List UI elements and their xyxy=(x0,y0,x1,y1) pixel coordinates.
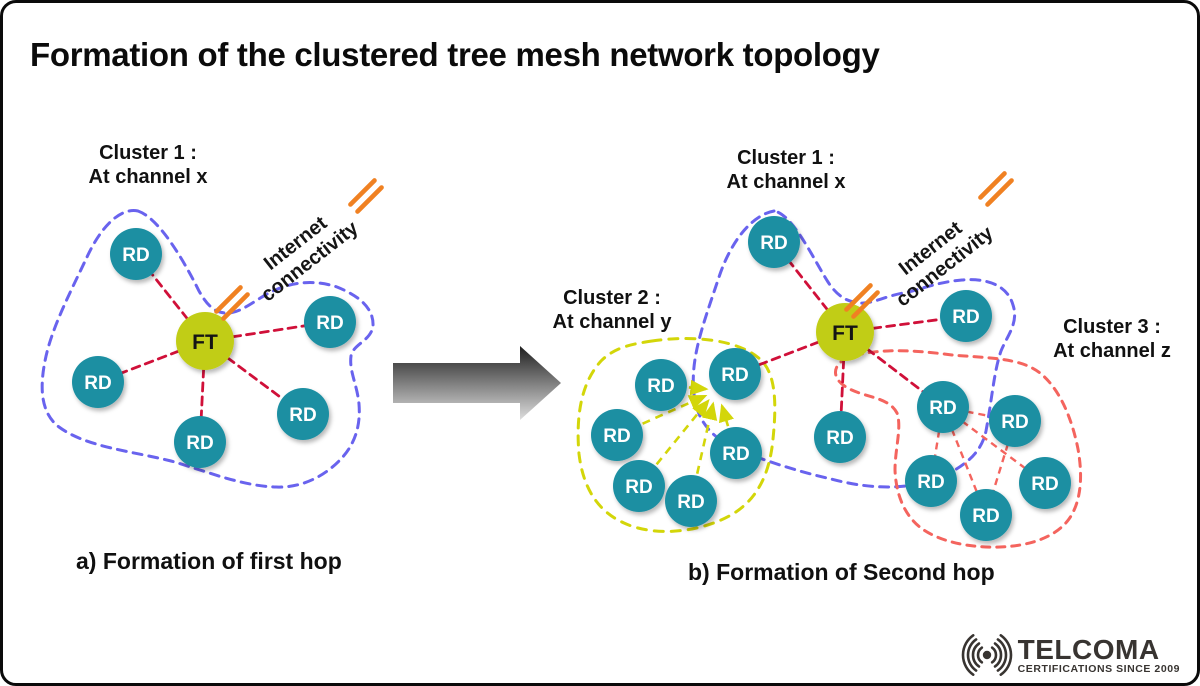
rd-node xyxy=(905,455,957,507)
rd-node xyxy=(940,290,992,342)
rd-node xyxy=(710,427,762,479)
rd-node-label: RD xyxy=(929,398,956,419)
cluster1a-label: Cluster 1 : At channel x xyxy=(48,141,248,189)
ft-node xyxy=(816,303,874,361)
cluster2-label: Cluster 2 : At channel y xyxy=(512,286,712,334)
rd-node-label: RD xyxy=(603,426,630,447)
cluster2-outline xyxy=(576,336,777,533)
cluster-channel: At channel y xyxy=(552,311,672,333)
rd-node xyxy=(174,416,226,468)
cluster-channel: At channel z xyxy=(1053,340,1171,362)
antenna-icon xyxy=(348,178,384,214)
rd-node-label: RD xyxy=(1001,412,1028,433)
rd-node-label: RD xyxy=(84,373,111,394)
rd-node xyxy=(635,359,687,411)
rd-node-label: RD xyxy=(826,428,853,449)
mesh-link xyxy=(942,406,1046,484)
cluster1b-label: Cluster 1 : At channel x xyxy=(686,146,886,194)
telcoma-logo: TELCOMA CERTIFICATIONS SINCE 2009 xyxy=(960,632,1180,678)
radio-waves-icon xyxy=(961,634,1012,676)
rd-node-label: RD xyxy=(722,444,749,465)
antenna-icon xyxy=(978,171,1014,207)
rd-node xyxy=(960,489,1012,541)
cluster-name: Cluster 2 : xyxy=(563,287,661,309)
logo-text: TELCOMA CERTIFICATIONS SINCE 2009 xyxy=(1017,633,1180,675)
logo-tagline: CERTIFICATIONS SINCE 2009 xyxy=(1017,662,1180,675)
rd-node xyxy=(304,296,356,348)
cluster-name: Cluster 3 : xyxy=(1063,316,1161,338)
rd-node-label: RD xyxy=(917,472,944,493)
rd-node xyxy=(709,348,761,400)
cluster-channel: At channel x xyxy=(726,171,846,193)
rd-node-label: RD xyxy=(677,492,704,513)
rd-node xyxy=(748,216,800,268)
rd-node xyxy=(613,460,665,512)
rd-node-label: RD xyxy=(186,433,213,454)
logo-brand: TELCOMA xyxy=(1017,633,1160,665)
caption-second-hop: b) Formation of Second hop xyxy=(688,559,995,585)
rd-node-label: RD xyxy=(316,313,343,334)
rd-node xyxy=(989,395,1041,447)
rd-node xyxy=(1019,457,1071,509)
rd-node xyxy=(72,356,124,408)
ft-node-label: FT xyxy=(832,322,858,345)
antenna-icon xyxy=(214,285,250,321)
rd-node-label: RD xyxy=(760,233,787,254)
cluster-channel: At channel x xyxy=(88,166,208,188)
rd-node xyxy=(277,388,329,440)
ft-node-label: FT xyxy=(192,331,218,354)
flow-arrow xyxy=(393,346,561,420)
rd-node-label: RD xyxy=(647,376,674,397)
page-title: Formation of the clustered tree mesh net… xyxy=(30,36,880,73)
rd-node xyxy=(665,475,717,527)
rd-node-label: RD xyxy=(625,477,652,498)
rd-node-label: RD xyxy=(289,405,316,426)
cluster-name: Cluster 1 : xyxy=(737,147,835,169)
caption-first-hop: a) Formation of first hop xyxy=(76,548,342,574)
cluster3-label: Cluster 3 : At channel z xyxy=(1012,315,1200,363)
cluster1a-outline xyxy=(40,209,375,489)
antenna-icon xyxy=(844,283,880,319)
rd-node-label: RD xyxy=(721,365,748,386)
rd-node xyxy=(814,411,866,463)
rd-node xyxy=(110,228,162,280)
rd-node-label: RD xyxy=(972,506,999,527)
ft-node xyxy=(176,312,234,370)
rd-node-label: RD xyxy=(1031,474,1058,495)
rd-node xyxy=(591,409,643,461)
rd-node xyxy=(917,381,969,433)
cluster-name: Cluster 1 : xyxy=(99,142,197,164)
cluster3-outline xyxy=(834,349,1083,549)
rd-node-label: RD xyxy=(122,245,149,266)
rd-node-label: RD xyxy=(952,307,979,328)
